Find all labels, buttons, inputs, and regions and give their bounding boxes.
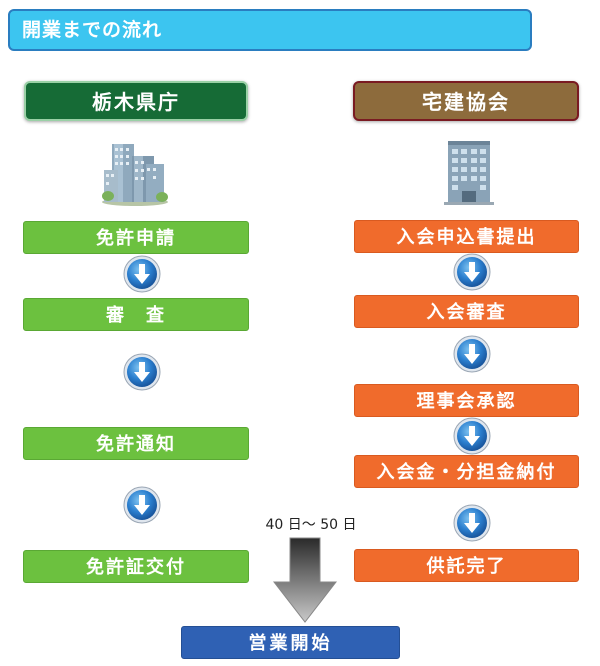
left-header-kenchou: 栃木県庁	[24, 81, 248, 121]
down-arrow-icon	[123, 486, 161, 524]
page-title: 開業までの流れ	[8, 9, 532, 51]
left-step-menkyo-tsuchi: 免許通知	[23, 427, 249, 460]
down-arrow-icon	[453, 504, 491, 542]
right-step-nyukaikin-nofu: 入会金・分担金納付	[354, 455, 579, 488]
down-arrow-icon	[123, 353, 161, 391]
right-step-kyotaku-kanryo: 供託完了	[354, 549, 579, 582]
office-building-icon	[444, 141, 494, 205]
down-arrow-icon	[453, 335, 491, 373]
left-step-menkyosho-koufu: 免許証交付	[23, 550, 249, 583]
right-header-takken: 宅建協会	[353, 81, 579, 121]
left-step-menkyo-shinsei: 免許申請	[23, 221, 249, 254]
down-arrow-icon	[453, 253, 491, 291]
big-down-arrow-icon	[272, 537, 338, 623]
down-arrow-icon	[123, 255, 161, 293]
final-step-eigyo-kaishi: 営業開始	[181, 626, 400, 659]
duration-label: 40 日～ 50 日	[265, 517, 357, 533]
left-step-shinsa: 審 査	[23, 298, 249, 331]
right-step-nyukai-shinsa: 入会審査	[354, 295, 579, 328]
right-step-nyukai-moushikomi: 入会申込書提出	[354, 220, 579, 253]
office-buildings-icon	[102, 144, 168, 206]
right-step-rijikai-shounin: 理事会承認	[354, 384, 579, 417]
down-arrow-icon	[453, 417, 491, 455]
